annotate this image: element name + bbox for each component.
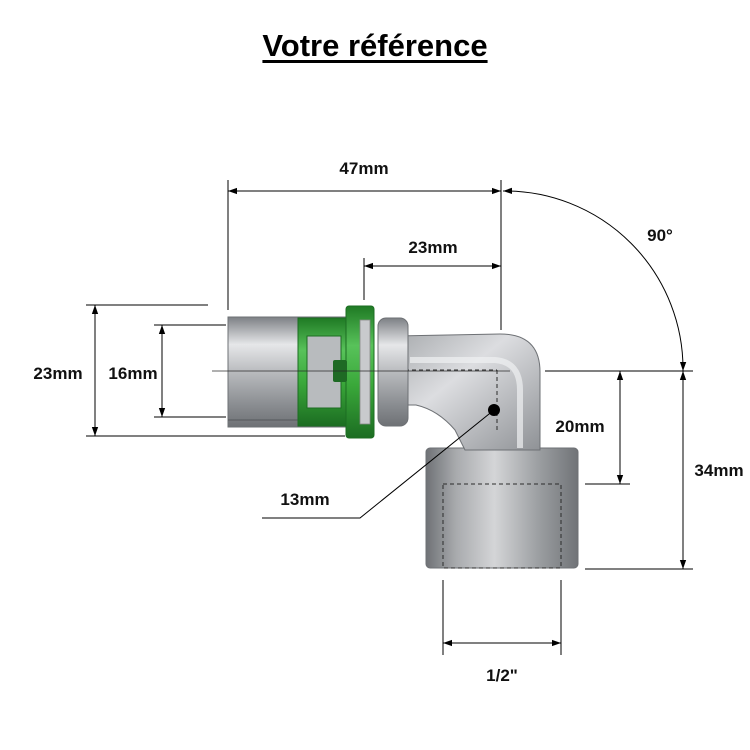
fitting [212, 305, 579, 569]
label-overall-length: 47mm [339, 159, 388, 178]
label-socket-length: 23mm [408, 238, 457, 257]
label-bore-diameter: 13mm [280, 490, 329, 509]
label-total-height: 34mm [694, 461, 743, 480]
diagram-title: Votre référence [262, 28, 488, 63]
label-inner-diameter: 16mm [108, 364, 157, 383]
label-thread-size: 1/2" [486, 666, 518, 685]
label-drop-to-thread: 20mm [555, 417, 604, 436]
female-thread-socket [425, 447, 579, 569]
label-angle: 90° [647, 226, 673, 245]
dimension-lines [86, 180, 693, 655]
neck [377, 317, 409, 427]
label-outer-diameter: 23mm [33, 364, 82, 383]
green-press-ring [297, 305, 375, 439]
